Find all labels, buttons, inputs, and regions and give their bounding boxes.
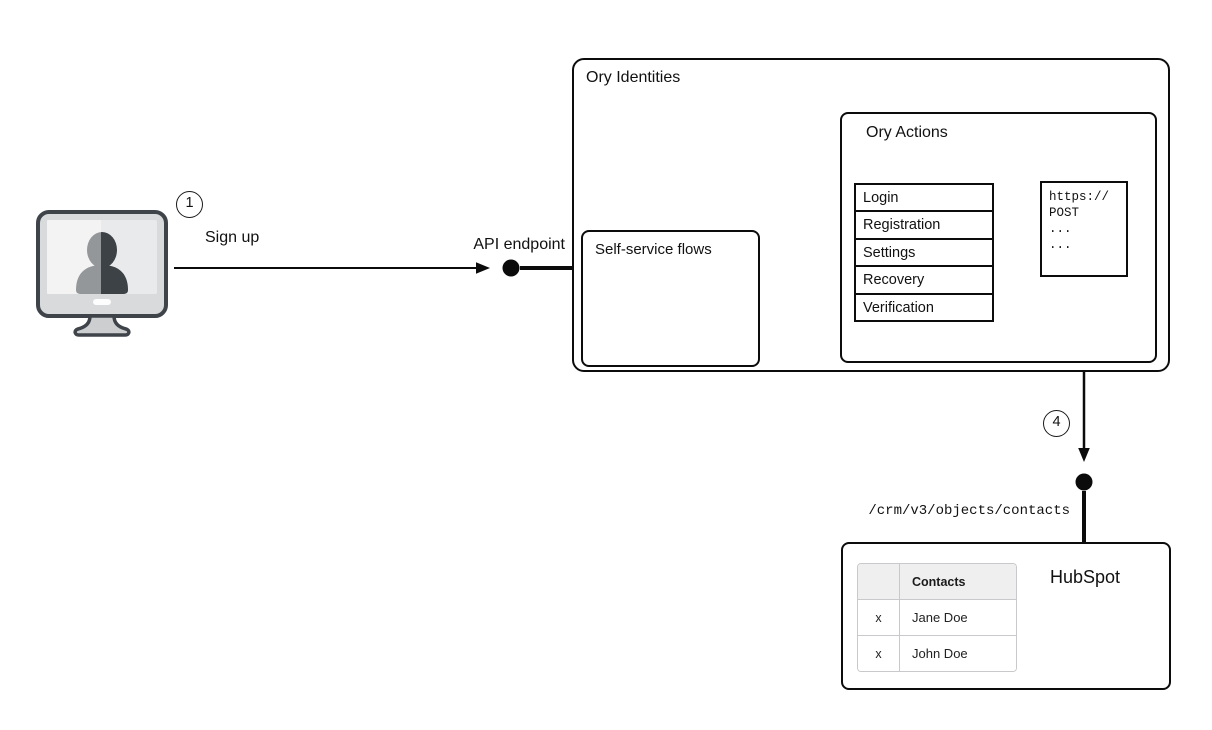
contacts-header-label: Contacts [912, 574, 966, 589]
flow-row-verification: Verification [854, 292, 994, 322]
flow-row-registration: Registration [854, 210, 994, 240]
crm-endpoint-dot [1075, 473, 1093, 491]
self-service-flows-title: Self-service flows [595, 241, 712, 258]
table-row: x John Doe [858, 635, 1016, 671]
contact-name: John Doe [912, 646, 968, 661]
webhook-code-box: https:// POST ... ... [1040, 181, 1128, 277]
user-computer-icon [36, 210, 168, 337]
step-badge-1: 1 [176, 191, 203, 218]
contact-mark: x [858, 636, 900, 671]
code-line: ... [1049, 222, 1072, 236]
crm-endpoint-label: /crm/v3/objects/contacts [868, 503, 1070, 519]
code-line: https:// [1049, 190, 1110, 204]
contacts-header-mark-cell [858, 564, 900, 599]
user-silhouette-icon [76, 232, 128, 294]
signup-label: Sign up [205, 229, 260, 246]
ory-actions-title: Ory Actions [866, 124, 948, 141]
contact-mark: x [858, 600, 900, 635]
api-endpoint-dot [502, 259, 520, 277]
contacts-table: Contacts x Jane Doe x John Doe [857, 563, 1017, 672]
table-row: x Jane Doe [858, 599, 1016, 635]
signup-arrow [174, 262, 490, 274]
flow-row-recovery: Recovery [854, 265, 994, 295]
api-endpoint-label: API endpoint [473, 236, 565, 253]
arrowhead-icon [1078, 448, 1090, 462]
self-service-flows-box [581, 230, 760, 367]
arrowhead-icon [476, 262, 490, 274]
flow-row-settings: Settings [854, 237, 994, 268]
hubspot-title: HubSpot [1050, 567, 1121, 587]
code-line: ... [1049, 238, 1072, 252]
contact-name: Jane Doe [912, 610, 968, 625]
contacts-table-header-row: Contacts [858, 564, 1016, 599]
flow-list: Login Registration Settings Recovery Ver… [854, 183, 994, 322]
step-badge-4: 4 [1043, 410, 1070, 437]
flow-row-login: Login [854, 183, 994, 213]
ory-identities-title: Ory Identities [586, 69, 681, 86]
code-line: POST [1049, 206, 1080, 220]
